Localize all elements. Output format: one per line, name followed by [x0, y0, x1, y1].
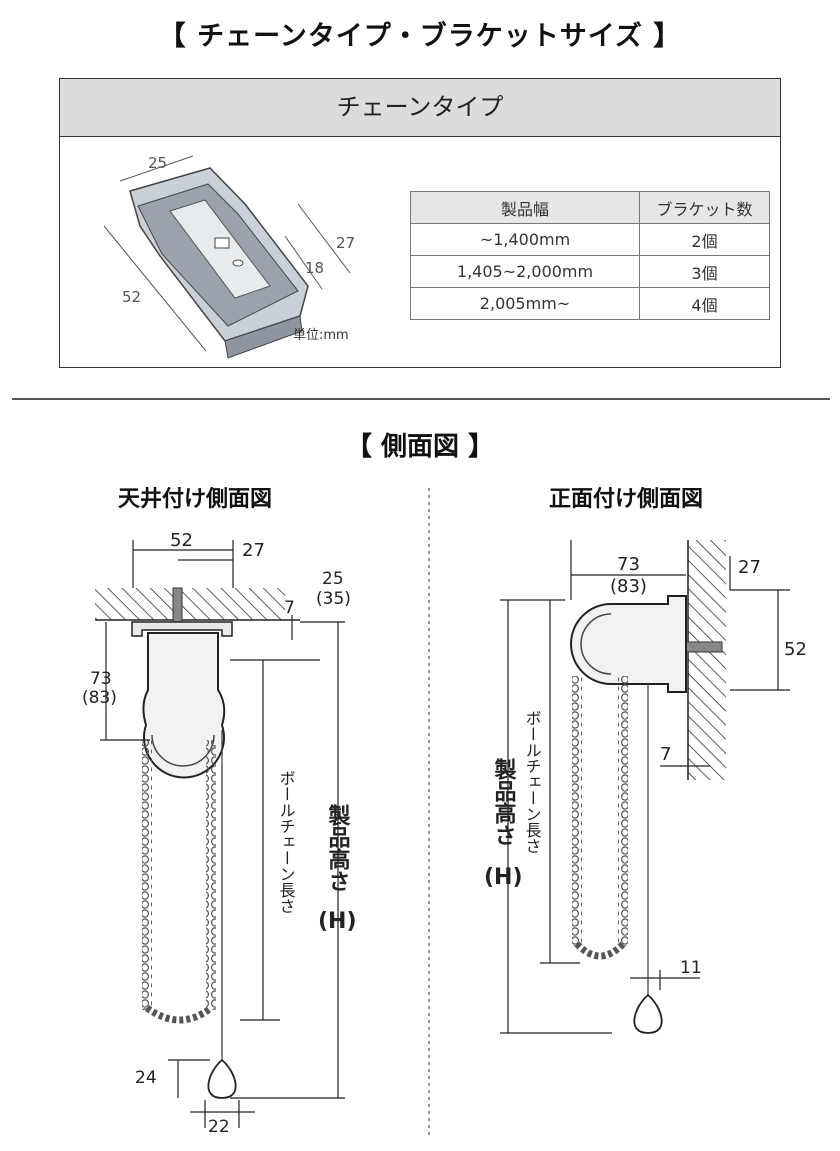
dim-weight: 11 — [680, 958, 702, 978]
front-mount-diagram: 73 (83) 27 52 7 11 ボールチェーン長さ 製品高さ (H) — [484, 540, 807, 1034]
ceiling-surface — [95, 588, 285, 620]
dim-gap: 7 — [660, 744, 671, 765]
table-header: ブラケット数 — [639, 191, 770, 224]
height-symbol: (H) — [484, 865, 523, 890]
dim-head: 73 — [90, 669, 112, 689]
pull-weight — [633, 993, 663, 1034]
bracket-panel: チェーンタイプ 25 52 27 18 単位:mm 製品幅 ブラケット数 — [59, 78, 781, 368]
table-cell: 2,005mm~ — [410, 287, 640, 320]
bracket-count-table: 製品幅 ブラケット数 ~1,400mm 2個 1,405~2,000mm 3個 … — [410, 191, 770, 320]
wall-surface — [688, 540, 726, 780]
chain-length-label: ボールチェーン長さ — [277, 770, 296, 914]
dim-52: 52 — [122, 288, 141, 306]
dim-width: 73 — [617, 554, 640, 575]
unit-label: 単位:mm — [293, 328, 349, 343]
table-row: 2,005mm~ 4個 — [410, 287, 770, 320]
dim-weight-w: 22 — [208, 1117, 230, 1137]
height-label: 製品高さ — [491, 757, 518, 846]
bracket-illustration: 25 52 27 18 — [103, 154, 355, 359]
page-title: 【 チェーンタイプ・ブラケットサイズ 】 — [158, 21, 682, 52]
dim-depth-alt: (35) — [316, 589, 351, 609]
table-header: 製品幅 — [410, 191, 640, 224]
dim-top-right: 27 — [242, 540, 265, 561]
ceiling-mount-diagram: 52 27 25 (35) 7 73 (83) 24 22 ボールチェーン長さ … — [82, 530, 357, 1137]
height-symbol: (H) — [318, 909, 357, 934]
height-label: 製品高さ — [325, 803, 352, 892]
table-row: 1,405~2,000mm 3個 — [410, 255, 770, 288]
dim-width-alt: (83) — [610, 576, 647, 597]
dim-gap: 7 — [284, 598, 295, 618]
dim-25: 25 — [148, 154, 167, 172]
table-row: ~1,400mm 2個 — [410, 223, 770, 256]
dim-bracket-h: 52 — [784, 639, 807, 660]
dim-head-alt: (83) — [82, 688, 117, 708]
bracket-shape — [129, 167, 309, 359]
dim-18: 18 — [305, 259, 324, 277]
side-view-title: 【 側面図 】 — [345, 432, 495, 462]
bracket-panel-title: チェーンタイプ — [60, 79, 780, 137]
dim-top-width: 52 — [170, 530, 193, 551]
table-cell: ~1,400mm — [410, 223, 640, 256]
front-view-title: 正面付け側面図 — [549, 487, 704, 512]
dim-27: 27 — [336, 234, 355, 252]
dim-top: 27 — [738, 557, 761, 578]
table-cell: 4個 — [639, 287, 770, 320]
table-cell: 1,405~2,000mm — [410, 255, 640, 288]
pull-weight — [207, 1058, 237, 1099]
chain-length-label: ボールチェーン長さ — [523, 710, 542, 854]
section-divider — [12, 398, 830, 400]
dim-weight-h: 24 — [135, 1068, 157, 1088]
ceiling-view-title: 天井付け側面図 — [118, 487, 273, 512]
dim-depth: 25 — [322, 569, 344, 589]
